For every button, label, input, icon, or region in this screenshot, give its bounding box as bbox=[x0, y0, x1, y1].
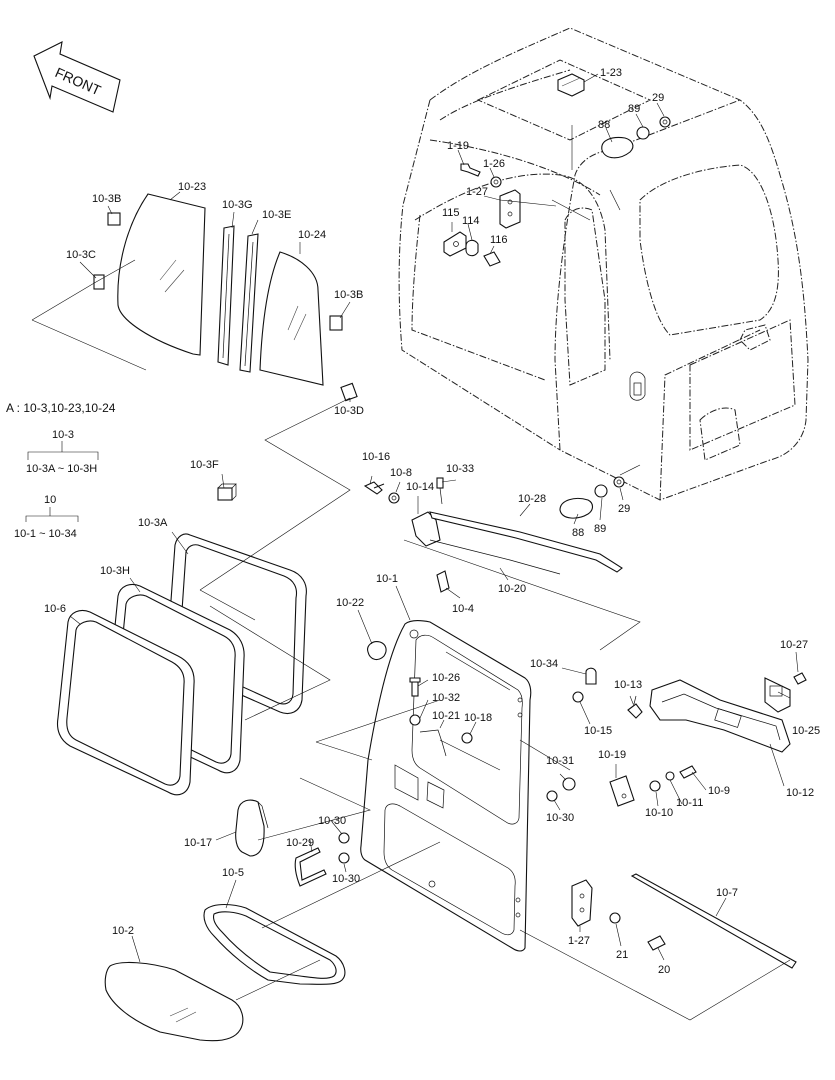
part-label-p-10-17: 10-17 bbox=[184, 837, 212, 849]
seal-frame-10-5 bbox=[203, 903, 346, 985]
catch-10-19 bbox=[609, 775, 635, 807]
part-label-p-1-23: 1-23 bbox=[600, 67, 622, 79]
part-label-p-10-9: 10-9 bbox=[708, 785, 730, 797]
part-label-p-10-12: 10-12 bbox=[786, 787, 814, 799]
striker-10-13 bbox=[627, 695, 643, 719]
reference-lines bbox=[31, 125, 791, 1021]
legend-tree2-bottom: 10-1 ~ 10-34 bbox=[14, 528, 77, 540]
part-label-p-10-23: 10-23 bbox=[178, 181, 206, 193]
part-label-p-1-19: 1-19 bbox=[447, 140, 469, 152]
part-label-p-10-27: 10-27 bbox=[780, 639, 808, 651]
hinge-assembly bbox=[443, 163, 521, 267]
window-glass-10-23 bbox=[117, 193, 206, 356]
clips-10-3B-10-3C-10-3D bbox=[93, 212, 358, 402]
part-label-p-10-24: 10-24 bbox=[298, 229, 326, 241]
cab-body bbox=[398, 27, 809, 501]
latch-hardware bbox=[363, 477, 623, 593]
lock-plate-10-25 bbox=[764, 677, 791, 713]
part-label-p-10-33: 10-33 bbox=[446, 463, 474, 475]
hinge-1-27-bottom bbox=[571, 879, 666, 951]
part-label-p-88-b: 88 bbox=[572, 527, 584, 539]
seal-strip-10-3E bbox=[239, 233, 259, 373]
door-10-1 bbox=[360, 620, 532, 952]
part-label-p-10-11: 10-11 bbox=[676, 797, 703, 809]
part-label-p-10-7: 10-7 bbox=[716, 887, 738, 899]
part-label-p-10-16: 10-16 bbox=[362, 451, 390, 463]
part-label-p-10-32: 10-32 bbox=[432, 692, 460, 704]
part-label-p-10-13: 10-13 bbox=[614, 679, 642, 691]
part-label-p-10-30-c: 10-30 bbox=[332, 873, 360, 885]
part-label-p-10-14: 10-14 bbox=[406, 481, 434, 493]
part-labels: 1-23 89 29 88 1-19 1-26 1-27 115 114 116… bbox=[44, 67, 820, 976]
part-label-p-10-6: 10-6 bbox=[44, 603, 66, 615]
part-label-p-10-2: 10-2 bbox=[112, 925, 134, 937]
part-label-p-10-30-a: 10-30 bbox=[546, 812, 574, 824]
seal-strip-10-3G bbox=[217, 225, 235, 366]
part-label-p-10-3C: 10-3C bbox=[66, 249, 96, 261]
part-label-p-114: 114 bbox=[462, 215, 480, 227]
part-label-p-1-27-a: 1-27 bbox=[466, 186, 488, 198]
part-label-p-10-4: 10-4 bbox=[452, 603, 474, 615]
label-leaders bbox=[69, 73, 799, 963]
part-label-p-1-26: 1-26 bbox=[483, 158, 505, 170]
part-label-p-10-20: 10-20 bbox=[498, 583, 526, 595]
part-label-p-10-25: 10-25 bbox=[792, 725, 820, 737]
part-label-p-10-26: 10-26 bbox=[432, 672, 460, 684]
part-label-p-29-b: 29 bbox=[618, 503, 630, 515]
mirror-knob-88-bottom bbox=[559, 476, 625, 519]
part-label-p-10-3A: 10-3A bbox=[138, 517, 168, 529]
front-arrow: FRONT bbox=[33, 41, 121, 113]
window-glass-10-24 bbox=[259, 251, 324, 386]
legend-tree1-top: 10-3 bbox=[52, 429, 74, 441]
part-label-p-10-3H: 10-3H bbox=[100, 565, 130, 577]
part-label-p-10-21: 10-21 bbox=[432, 710, 460, 722]
handle-10-17 bbox=[235, 799, 269, 857]
part-label-p-1-27-b: 1-27 bbox=[568, 935, 590, 947]
part-label-p-10-30-b: 10-30 bbox=[318, 815, 346, 827]
block-10-3F bbox=[217, 483, 237, 501]
part-label-p-10-3B-a: 10-3B bbox=[92, 193, 121, 205]
legend-note: A : 10-3,10-23,10-24 bbox=[6, 401, 116, 415]
part-label-p-10-8: 10-8 bbox=[390, 467, 412, 479]
part-label-p-88-a: 88 bbox=[598, 119, 610, 131]
part-label-p-10-18: 10-18 bbox=[464, 712, 492, 724]
part-label-p-10-22: 10-22 bbox=[336, 597, 364, 609]
part-label-p-20: 20 bbox=[658, 964, 670, 976]
part-label-p-10-3E: 10-3E bbox=[262, 209, 291, 221]
part-label-p-10-3D: 10-3D bbox=[334, 405, 364, 417]
legend-tree2-top: 10 bbox=[44, 494, 56, 506]
bolt-10-27 bbox=[793, 672, 807, 685]
door-hardware bbox=[294, 641, 597, 887]
window-glass-10-2 bbox=[104, 962, 244, 1042]
part-label-p-10-29: 10-29 bbox=[286, 837, 314, 849]
part-label-p-10-10: 10-10 bbox=[645, 807, 673, 819]
seal-frame-10-6 bbox=[56, 609, 195, 796]
part-label-p-10-3B-b: 10-3B bbox=[334, 289, 363, 301]
part-label-p-10-1: 10-1 bbox=[376, 573, 398, 585]
part-label-p-10-3G: 10-3G bbox=[222, 199, 253, 211]
strip-10-7 bbox=[630, 873, 797, 969]
part-label-p-29-a: 29 bbox=[652, 92, 664, 104]
part-label-p-10-19: 10-19 bbox=[598, 749, 626, 761]
legend-tree1-bottom: 10-3A ~ 10-3H bbox=[26, 463, 97, 475]
part-label-p-89-b: 89 bbox=[594, 523, 606, 535]
part-label-p-10-5: 10-5 bbox=[222, 867, 244, 879]
bracket-10-12 bbox=[649, 679, 791, 753]
part-label-p-89-a: 89 bbox=[628, 103, 640, 115]
legend-brackets bbox=[25, 441, 99, 522]
mirror-knob-88-top bbox=[601, 116, 671, 159]
part-label-p-21: 21 bbox=[616, 949, 628, 961]
part-label-p-10-15: 10-15 bbox=[584, 725, 612, 737]
part-label-p-115: 115 bbox=[442, 207, 460, 219]
legend: A : 10-3,10-23,10-24 10-3 10-3A ~ 10-3H … bbox=[6, 401, 116, 540]
part-label-p-116: 116 bbox=[490, 234, 508, 246]
part-label-p-10-31: 10-31 bbox=[546, 755, 574, 767]
roof-bracket-1-23 bbox=[557, 73, 585, 97]
part-label-p-10-3F: 10-3F bbox=[190, 459, 219, 471]
part-label-p-10-34: 10-34 bbox=[530, 658, 558, 670]
washers-10-9-10-10-10-11 bbox=[649, 765, 697, 792]
part-label-p-10-28: 10-28 bbox=[518, 493, 546, 505]
